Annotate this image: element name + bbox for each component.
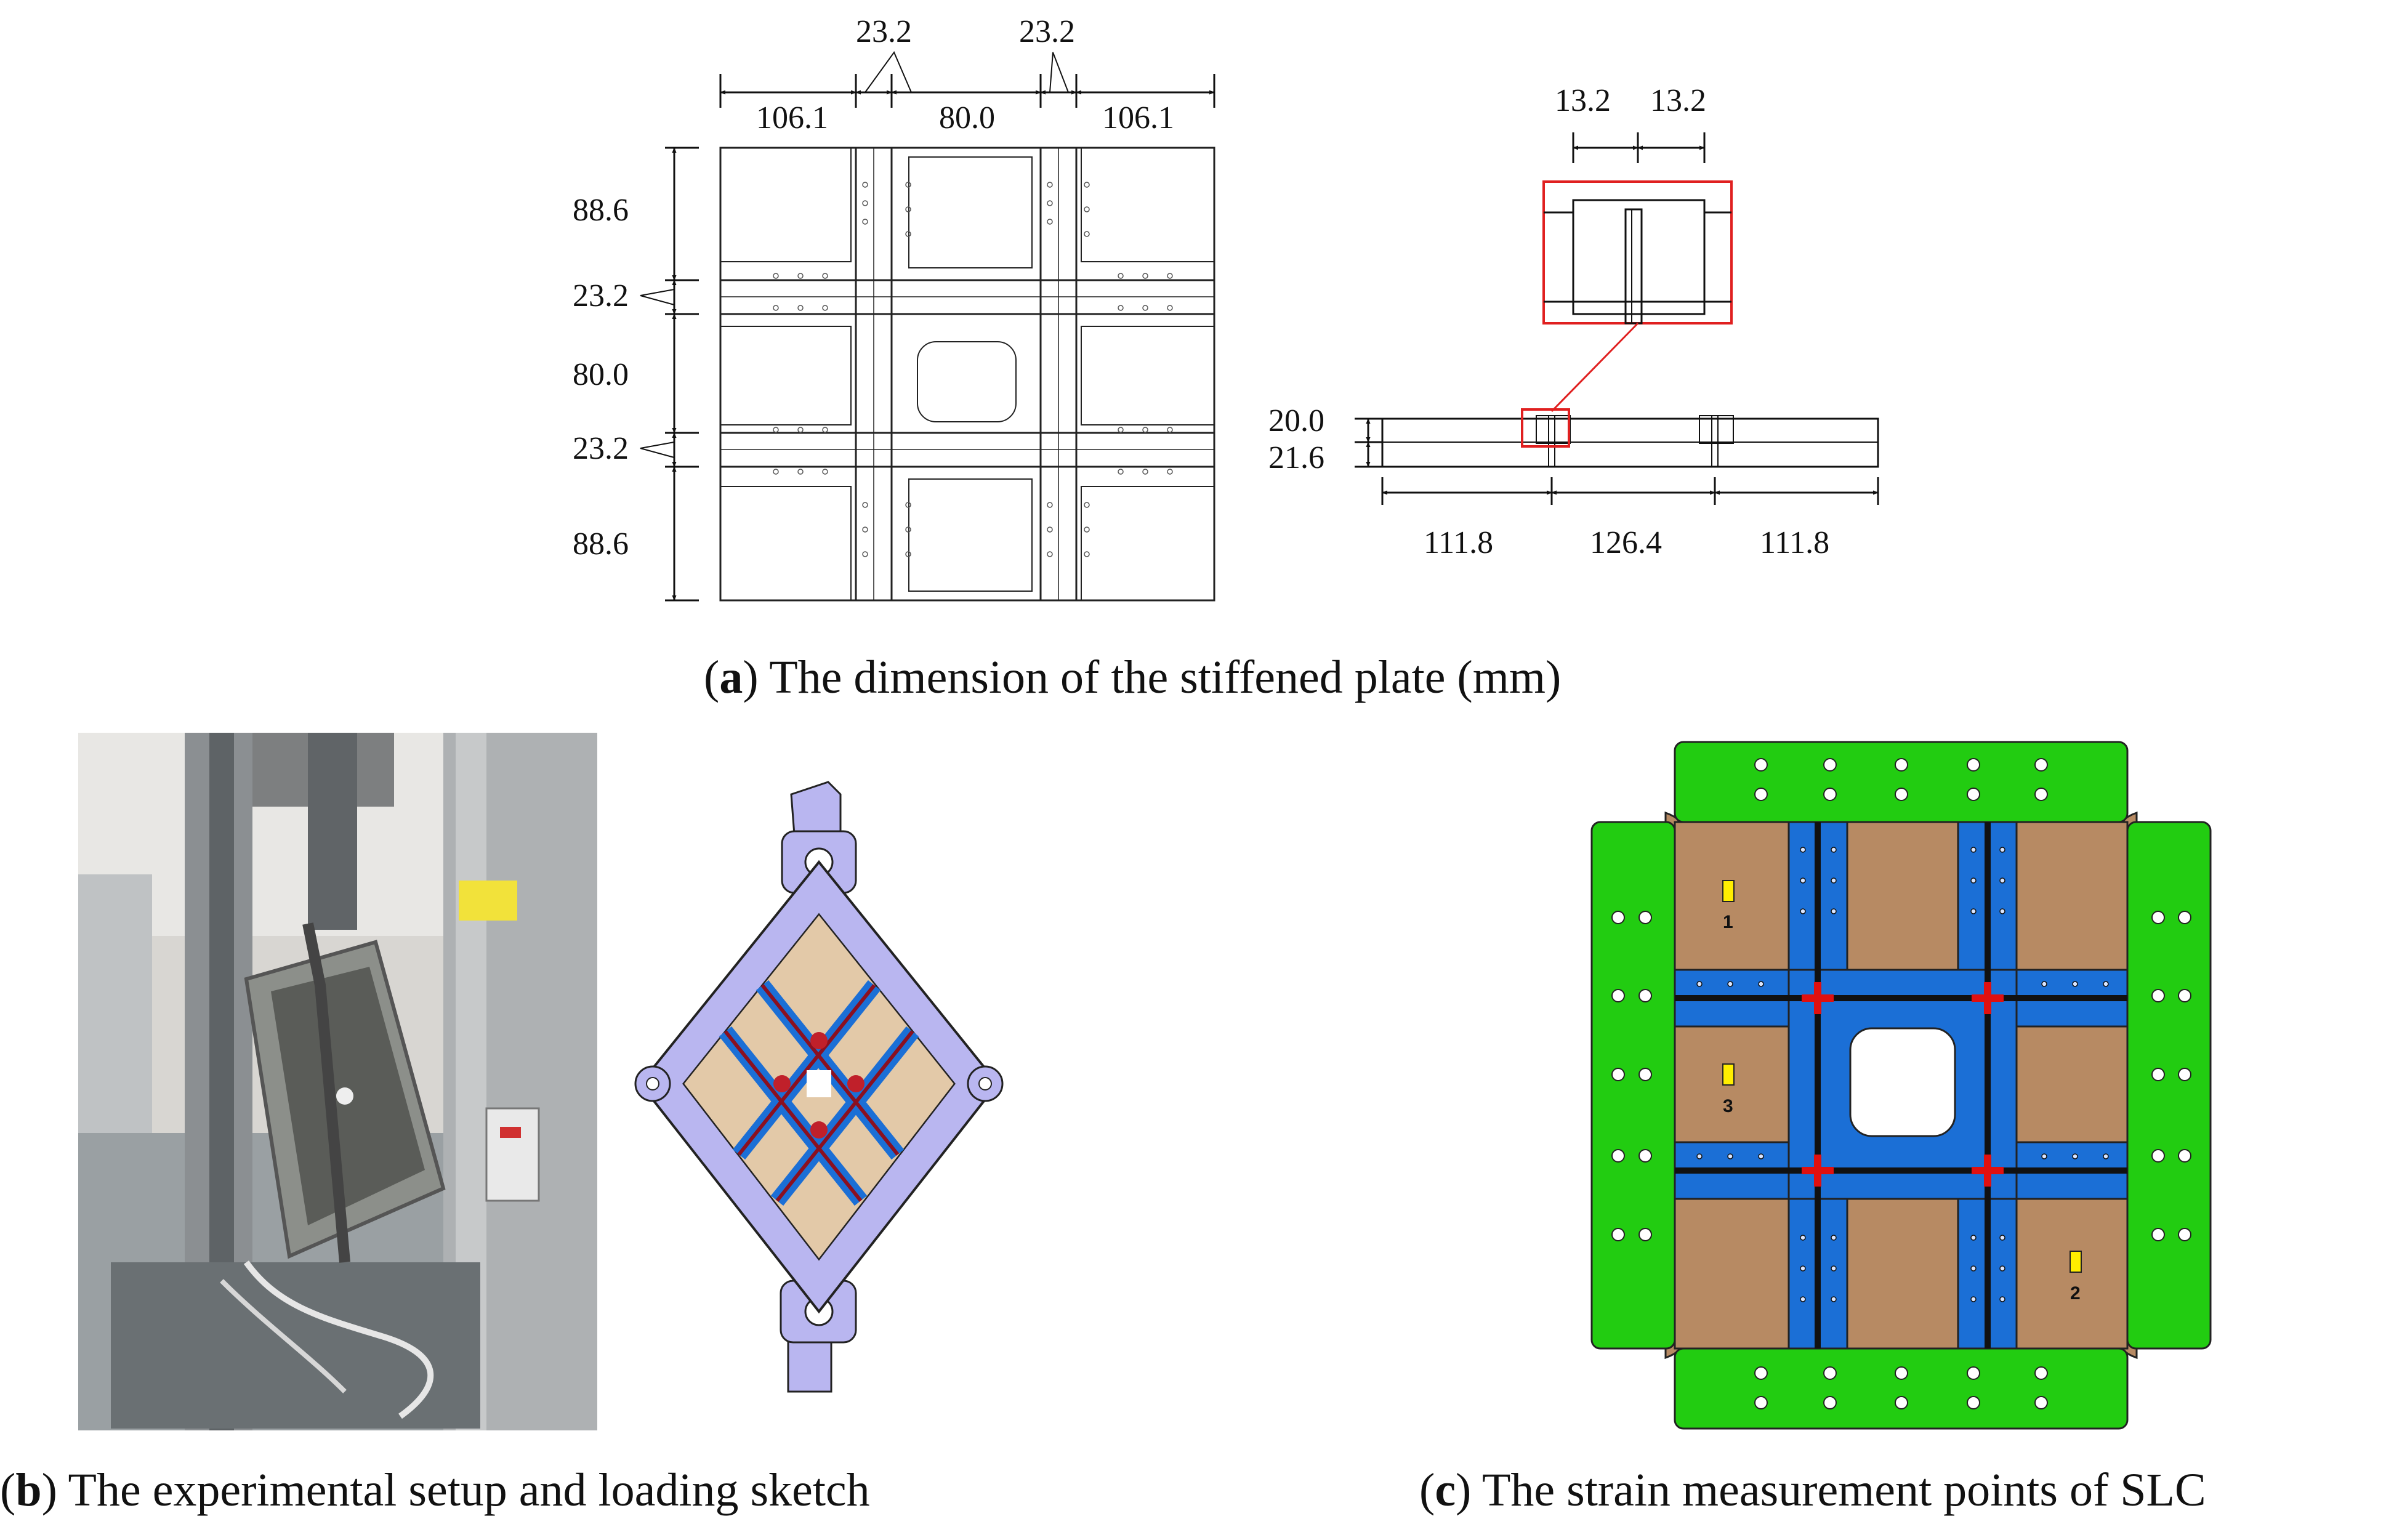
- caption-a: (a) The dimension of the stiffened plate…: [704, 651, 1561, 703]
- strain-gauge-2: [2070, 1251, 2082, 1273]
- dim-side-top: 20.0: [1268, 403, 1324, 438]
- experimental-photo: [78, 733, 597, 1430]
- frame-bolt-holes: [1611, 758, 2191, 1409]
- cross-joints: [1802, 982, 2004, 1187]
- dim-detail-right: 13.2: [1650, 83, 1706, 118]
- top-dimension-lines: [719, 50, 1215, 108]
- dim-detail-left: 13.2: [1555, 83, 1611, 118]
- dim-left-bottom: 88.6: [573, 526, 629, 562]
- central-opening: [1849, 1027, 1956, 1137]
- caption-c: (c) The strain measurement points of SLC: [1419, 1464, 2206, 1516]
- point-label-3: 3: [1723, 1096, 1733, 1116]
- strain-gauges: [1722, 880, 2082, 1273]
- strain-gauge-1: [1722, 880, 1735, 902]
- panel-a: 23.2 23.2 106.1 80.0 106.1 88.6 23.2 80.…: [573, 14, 1879, 703]
- panel-b: (b) The experimental setup and loading s…: [0, 733, 1004, 1516]
- dim-left-top: 88.6: [573, 193, 629, 228]
- bolt-holes: [773, 182, 1173, 557]
- stiffened-plate-side-view: [1381, 408, 1879, 468]
- dim-bottom-right: 111.8: [1760, 525, 1829, 560]
- dim-side-bottom: 21.6: [1268, 440, 1324, 475]
- dim-left-stiffener-1: 23.2: [573, 278, 629, 313]
- dim-top-stiffener-2: 23.2: [1019, 14, 1075, 49]
- dim-bottom-left: 111.8: [1424, 525, 1493, 560]
- side-dimension-lines: [1355, 417, 1879, 505]
- strain-gauge-3: [1722, 1063, 1735, 1086]
- dim-bottom-middle: 126.4: [1590, 525, 1662, 560]
- point-label-1: 1: [1723, 912, 1733, 932]
- dim-top-right: 106.1: [1102, 100, 1174, 135]
- left-dimension-lines: [640, 147, 699, 602]
- dim-top-middle: 80.0: [939, 100, 995, 135]
- stiffener-detail-view: [1542, 132, 1733, 413]
- dim-top-left: 106.1: [756, 100, 828, 135]
- caption-b: (b) The experimental setup and loading s…: [0, 1464, 870, 1516]
- stiffened-plate-plan-view: [719, 147, 1215, 602]
- dim-left-stiffener-2: 23.2: [573, 431, 629, 466]
- stiffener-webs: [1675, 822, 2127, 1349]
- point-label-2: 2: [2070, 1283, 2081, 1304]
- loading-sketch: [634, 781, 1004, 1393]
- dim-left-middle: 80.0: [573, 357, 629, 392]
- dim-top-stiffener-1: 23.2: [856, 14, 912, 49]
- stiffener-bolt-holes: [1696, 847, 2109, 1302]
- panel-c: 1 3 2 (c) The strain measurement points …: [1419, 741, 2212, 1516]
